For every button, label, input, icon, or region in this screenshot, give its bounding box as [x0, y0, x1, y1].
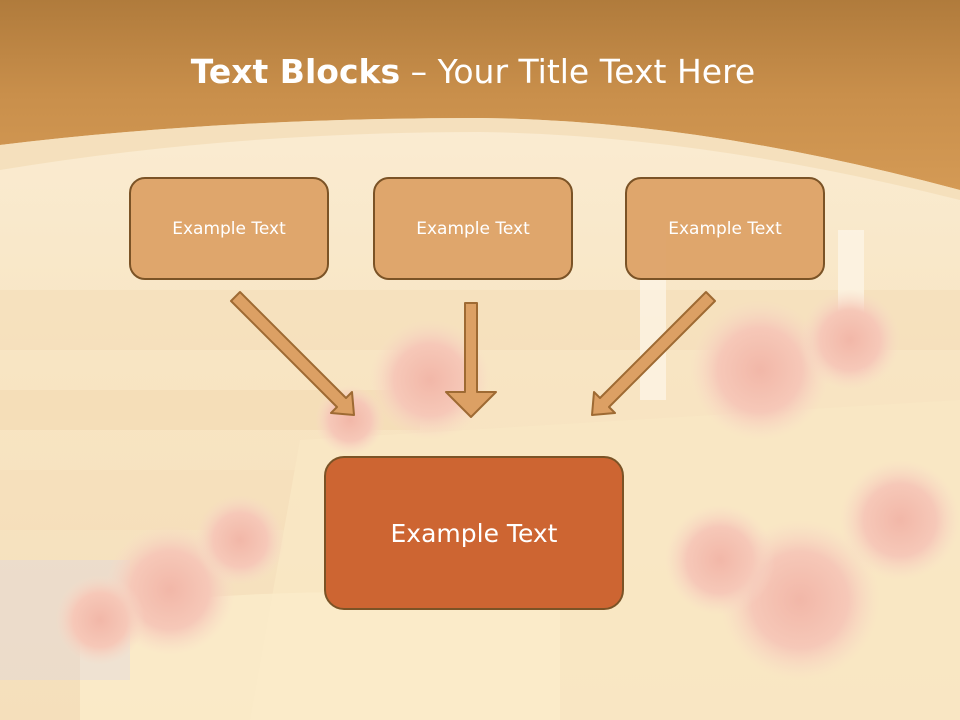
arrow-left: [230, 291, 355, 416]
title-rest: Your Title Text Here: [437, 52, 756, 91]
title-bold: Text Blocks: [190, 52, 401, 91]
text-block-2-label: Example Text: [416, 218, 530, 239]
arrow-right: [591, 291, 716, 416]
result-block-label: Example Text: [390, 518, 558, 548]
text-block-3[interactable]: Example Text: [625, 177, 825, 280]
text-block-2[interactable]: Example Text: [373, 177, 573, 280]
title-dash: –: [400, 52, 438, 91]
text-block-3-label: Example Text: [668, 218, 782, 239]
slide-title: Text Blocks – Your Title Text Here: [0, 52, 946, 91]
arrow-center: [445, 302, 497, 418]
text-block-1[interactable]: Example Text: [129, 177, 329, 280]
text-block-1-label: Example Text: [172, 218, 286, 239]
result-block[interactable]: Example Text: [324, 456, 624, 610]
